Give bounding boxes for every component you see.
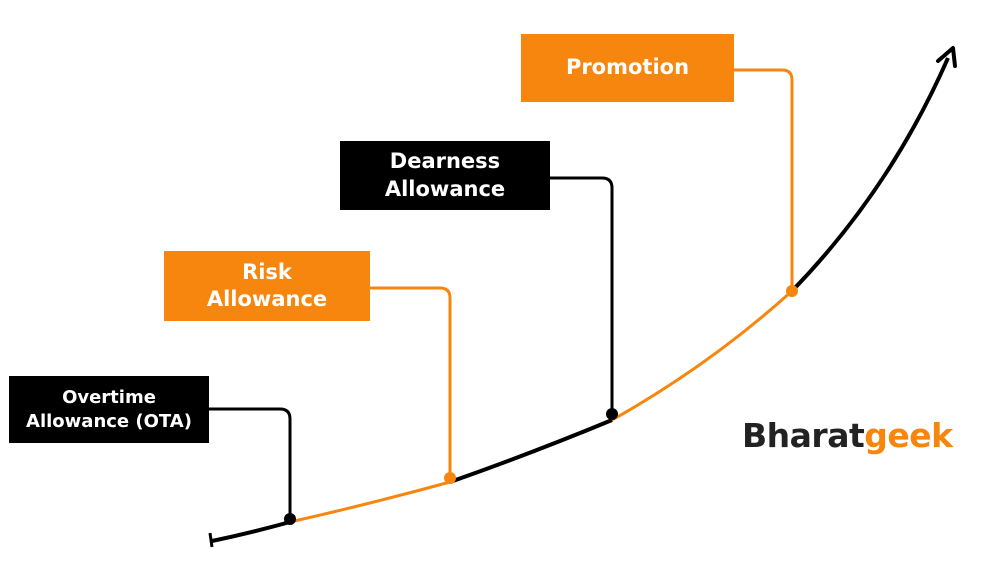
- curve-segment-end: [790, 57, 950, 293]
- milestone-dot-promo: [786, 285, 798, 297]
- logo-text-bharat: Bharat: [742, 416, 865, 455]
- milestone-label-line: Overtime: [62, 387, 156, 409]
- milestone-box-risk-allowance: Risk Allowance: [164, 251, 370, 321]
- milestone-label-line: Dearness: [389, 149, 501, 174]
- milestone-label-line: Promotion: [565, 55, 690, 80]
- milestone-box-dearness-allowance: Dearness Allowance: [340, 141, 550, 210]
- curve-segment-ota-risk: [289, 480, 451, 524]
- milestone-dot-ota: [284, 513, 296, 525]
- milestone-dot-da: [606, 408, 618, 420]
- curve-segment-risk-da: [449, 418, 613, 484]
- curve-segment-start: [210, 520, 292, 543]
- curve-start-tick: [208, 532, 214, 548]
- milestone-label-line: Allowance: [384, 176, 506, 201]
- curve-arrowhead: [936, 46, 957, 68]
- logo-text-geek: geek: [864, 416, 953, 455]
- milestone-box-overtime-allowance: Overtime Allowance (OTA): [9, 376, 209, 443]
- brand-logo: Bharatgeek: [742, 416, 953, 455]
- connector-ota: [209, 407, 292, 518]
- connector-da: [550, 176, 614, 414]
- connector-promo: [734, 68, 794, 287]
- milestone-box-promotion: Promotion: [521, 34, 734, 102]
- milestone-dot-risk: [444, 472, 456, 484]
- milestone-label-line: Risk: [242, 259, 292, 284]
- milestone-label-line: Allowance: [206, 287, 328, 311]
- curve-segment-da-promo: [611, 289, 794, 422]
- connector-risk: [370, 286, 452, 478]
- milestone-label-line: Allowance (OTA): [26, 410, 192, 432]
